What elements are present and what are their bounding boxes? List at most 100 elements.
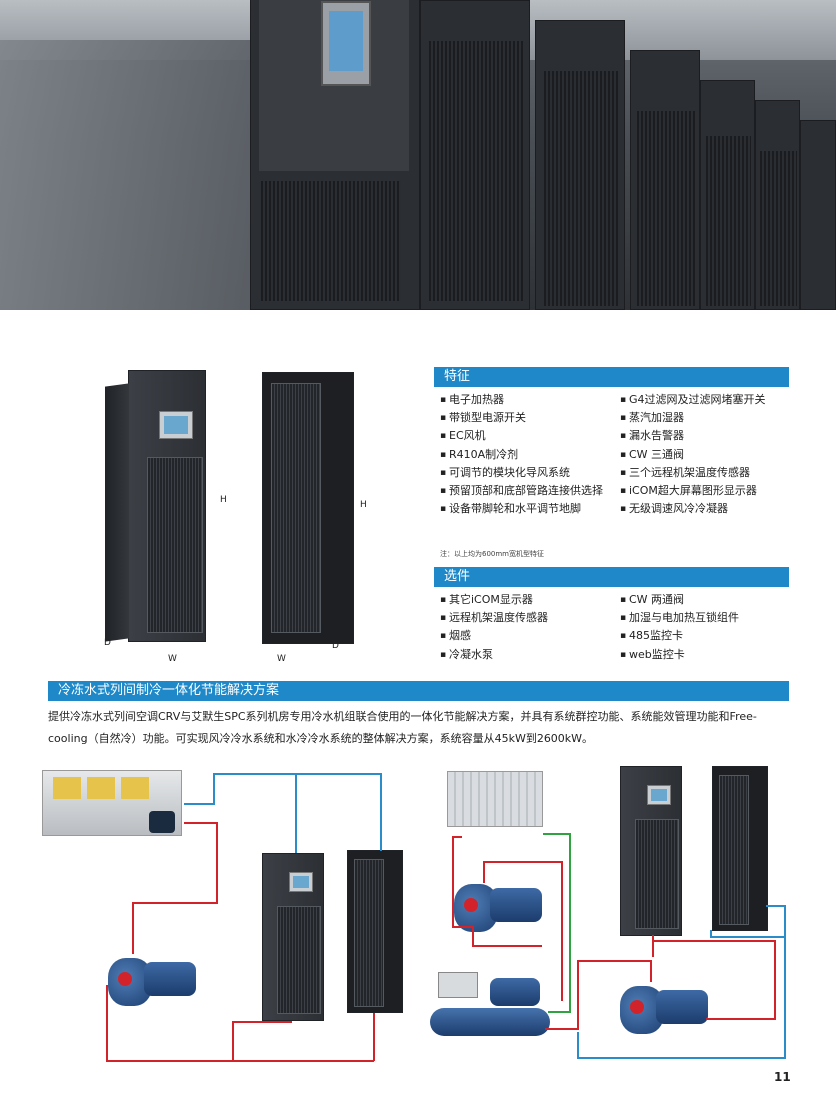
feature-item: 可调节的模块化导风系统 xyxy=(440,464,610,482)
feature-item: EC风机 xyxy=(440,427,610,445)
feature-item: 无级调速风冷冷凝器 xyxy=(620,500,790,518)
options-heading: 选件 xyxy=(434,567,789,587)
pipe-blue xyxy=(380,773,382,851)
solution-heading: 冷冻水式列间制冷一体化节能解决方案 xyxy=(48,681,789,701)
feature-item: G4过滤网及过滤网堵塞开关 xyxy=(620,391,790,409)
pipe-red xyxy=(706,1018,776,1020)
pipe-red xyxy=(774,940,776,1020)
cabinet-5 xyxy=(700,80,755,310)
feature-item: CW 三通阀 xyxy=(620,446,790,464)
cabinet-2 xyxy=(420,0,530,310)
pipe-red xyxy=(545,1028,579,1030)
cabinet-4 xyxy=(630,50,700,310)
options-list-right: CW 两通阀 加湿与电加热互锁组件 485监控卡 web监控卡 xyxy=(620,591,790,664)
pump-right xyxy=(620,978,710,1048)
pipe-red xyxy=(452,926,472,928)
feature-item: 蒸汽加湿器 xyxy=(620,409,790,427)
pipe-blue xyxy=(213,773,215,805)
rear-grille xyxy=(271,383,321,633)
pump-left xyxy=(108,950,198,1020)
pipe-blue xyxy=(710,936,786,938)
pipe-red xyxy=(216,822,218,904)
pipe-red xyxy=(132,902,134,954)
feature-item: iCOM超大屏幕图形显示器 xyxy=(620,482,790,500)
pipe-red xyxy=(577,960,652,962)
air-cooled-chiller xyxy=(42,770,182,836)
cabinet-6 xyxy=(755,100,800,310)
water-cooled-chiller xyxy=(430,972,560,1048)
crv-unit-lower-1 xyxy=(262,853,324,1021)
cabinet-3 xyxy=(535,20,625,310)
pipe-red xyxy=(561,861,563,1001)
option-item: CW 两通阀 xyxy=(620,591,790,609)
option-item: 冷凝水泵 xyxy=(440,646,610,664)
dim-h-1: H xyxy=(220,495,227,505)
feature-item: 三个远程机架温度传感器 xyxy=(620,464,790,482)
option-item: 加湿与电加热互锁组件 xyxy=(620,609,790,627)
cabinet-front xyxy=(250,0,420,310)
option-item: 远程机架温度传感器 xyxy=(440,609,610,627)
option-item: 其它iCOM显示器 xyxy=(440,591,610,609)
pipe-blue xyxy=(766,905,786,907)
pipe-red xyxy=(106,985,108,1061)
cabinet-7 xyxy=(800,120,836,310)
pipe-red xyxy=(483,861,563,863)
feature-item: 设备带脚轮和水平调节地脚 xyxy=(440,500,610,518)
icom-display xyxy=(159,411,193,439)
crv-unit-right-2 xyxy=(712,766,768,931)
pipe-red xyxy=(232,1021,234,1061)
feature-item: 电子加热器 xyxy=(440,391,610,409)
pipe-blue xyxy=(577,1057,786,1059)
dim-w-1: W xyxy=(168,654,177,664)
crv-unit-front xyxy=(128,370,206,642)
pipe-red xyxy=(483,861,485,883)
pipe-red xyxy=(652,940,775,942)
display-screen xyxy=(321,1,371,86)
pipe-blue xyxy=(295,773,297,853)
pipe-red xyxy=(232,1021,292,1023)
pipe-blue xyxy=(577,1032,579,1059)
pipe-blue xyxy=(710,930,712,938)
cooling-tower xyxy=(447,771,543,827)
option-item: 485监控卡 xyxy=(620,627,790,645)
pipe-red xyxy=(184,822,218,824)
pipe-blue xyxy=(784,905,786,1059)
pipe-red xyxy=(452,836,454,928)
glass-wall xyxy=(0,40,250,310)
pipe-red xyxy=(373,1013,375,1061)
pipe-green xyxy=(543,833,571,835)
dim-w-2: W xyxy=(277,654,286,664)
front-grille xyxy=(147,457,203,633)
feature-item: R410A制冷剂 xyxy=(440,446,610,464)
pipe-red xyxy=(472,945,542,947)
option-item: 烟感 xyxy=(440,627,610,645)
hero-photo xyxy=(0,0,836,310)
pipe-green xyxy=(569,833,571,1013)
pipe-red xyxy=(577,960,579,1030)
crv-unit-right-1 xyxy=(620,766,682,936)
option-item: web监控卡 xyxy=(620,646,790,664)
feature-item: 预留顶部和底部管路连接供选择 xyxy=(440,482,610,500)
pipe-red xyxy=(650,960,652,982)
pipe-blue xyxy=(213,773,381,775)
features-heading: 特征 xyxy=(434,367,789,387)
solution-paragraph: 提供冷冻水式列间空调CRV与艾默生SPC系列机房专用冷水机组联合使用的一体化节能… xyxy=(48,710,757,745)
dim-d-2: D xyxy=(332,641,339,651)
pipe-red xyxy=(106,1060,374,1062)
features-list-right: G4过滤网及过滤网堵塞开关 蒸汽加湿器 漏水告警器 CW 三通阀 三个远程机架温… xyxy=(620,391,790,519)
pipe-red xyxy=(472,926,474,946)
features-list-left: 电子加热器 带锁型电源开关 EC风机 R410A制冷剂 可调节的模块化导风系统 … xyxy=(440,391,610,519)
crv-unit-rear xyxy=(262,372,354,644)
page-number: 11 xyxy=(774,1070,791,1084)
options-list-left: 其它iCOM显示器 远程机架温度传感器 烟感 冷凝水泵 xyxy=(440,591,610,664)
pipe-blue xyxy=(184,803,214,805)
dim-d-1: D xyxy=(104,638,111,648)
crv-unit-lower-2 xyxy=(347,850,403,1013)
pipe-green xyxy=(548,1011,571,1013)
pipe-red xyxy=(452,836,462,838)
dim-h-2: H xyxy=(360,500,367,510)
crv-unit-side xyxy=(105,383,129,642)
pipe-red xyxy=(652,935,654,957)
feature-item: 带锁型电源开关 xyxy=(440,409,610,427)
feature-item: 漏水告警器 xyxy=(620,427,790,445)
